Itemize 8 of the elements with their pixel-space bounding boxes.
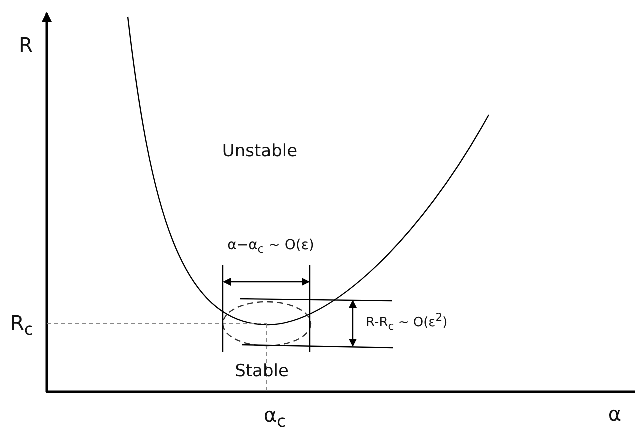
axis-label: α <box>608 404 622 424</box>
axis-label: R <box>19 35 33 55</box>
axis-label: α$_{c}$ <box>264 405 286 431</box>
region-label: Stable <box>235 364 289 380</box>
dimension-label: R-R$_{c}$ ~ O(ε$^{2}$) <box>366 313 448 333</box>
axis-label: R$_{c}$ <box>10 313 34 339</box>
region-label: Unstable <box>222 144 298 160</box>
dimension-label: α−α$_{c}$ ~ O(ε) <box>228 238 314 256</box>
